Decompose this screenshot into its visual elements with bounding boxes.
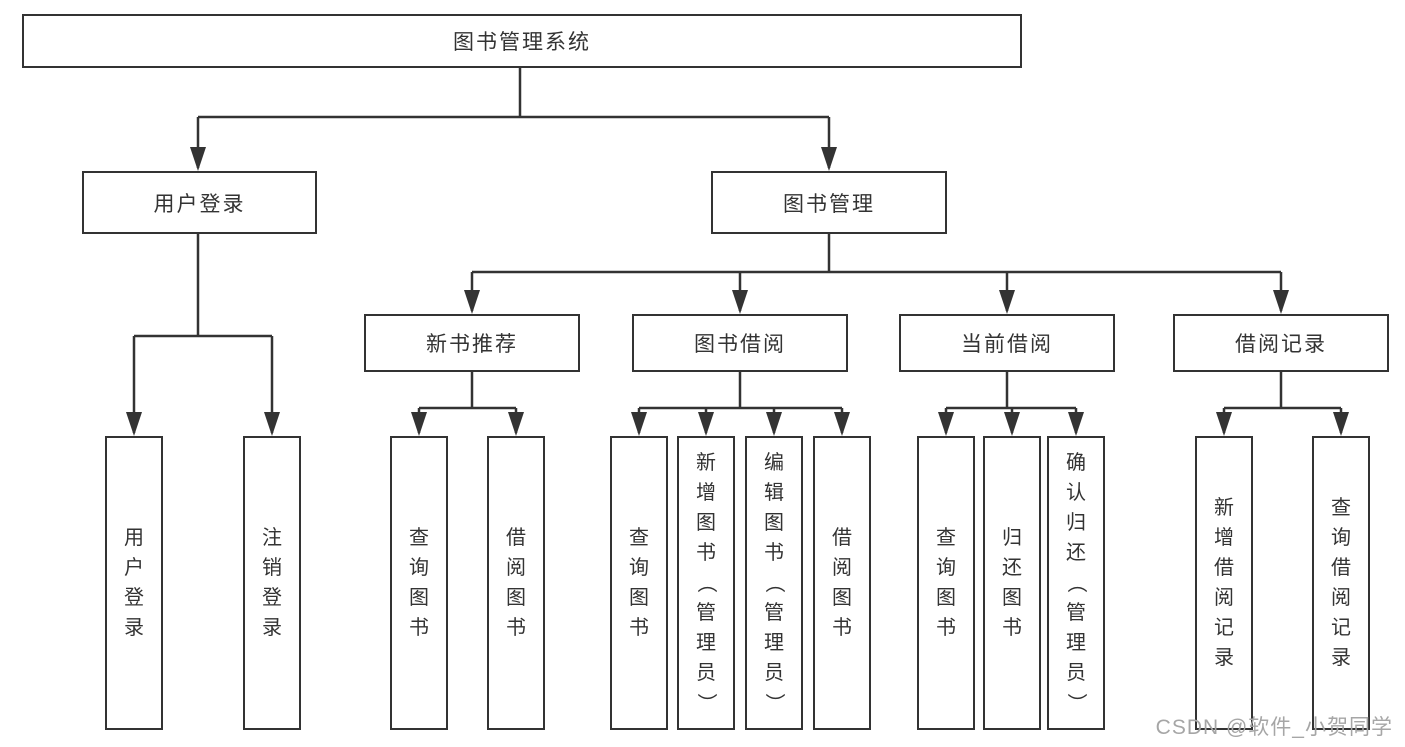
node-new-book-recommendation: 新书推荐: [364, 314, 580, 372]
node-book-borrowing: 图书借阅: [632, 314, 848, 372]
csdn-watermark: CSDN @软件_小贺同学: [1155, 716, 1393, 739]
connector-lines: [132, 68, 1343, 433]
leaf-borrowing-add-book-admin-label: 新增图书（管理员）: [695, 452, 717, 713]
node-new-book-recommendation-label: 新书推荐: [426, 333, 518, 356]
node-borrowing-records-label: 借阅记录: [1235, 333, 1327, 356]
leaf-current-return-book-label: 归还图书: [1002, 527, 1022, 639]
leaf-user-login: 用户登录: [105, 436, 163, 730]
node-book-borrowing-label: 图书借阅: [694, 333, 786, 356]
leaf-recommend-query-book-label: 查询图书: [409, 527, 429, 639]
node-library-management-system: 图书管理系统: [22, 14, 1022, 68]
leaf-borrowing-add-book-admin: 新增图书（管理员）: [677, 436, 735, 730]
leaf-recommend-query-book: 查询图书: [390, 436, 448, 730]
leaf-current-query-book: 查询图书: [917, 436, 975, 730]
node-borrowing-records: 借阅记录: [1173, 314, 1389, 372]
leaf-records-add-record: 新增借阅记录: [1195, 436, 1253, 730]
leaf-borrowing-borrow-book-label: 借阅图书: [832, 527, 852, 639]
node-current-borrowing-label: 当前借阅: [961, 333, 1053, 356]
leaf-current-query-book-label: 查询图书: [936, 527, 956, 639]
leaf-records-query-record-label: 查询借阅记录: [1331, 497, 1351, 669]
node-current-borrowing: 当前借阅: [899, 314, 1115, 372]
leaf-borrowing-borrow-book: 借阅图书: [813, 436, 871, 730]
leaf-user-login-label: 用户登录: [124, 527, 144, 639]
node-user-login-label: 用户登录: [153, 192, 246, 216]
node-book-management: 图书管理: [711, 171, 947, 234]
connector-arrowheads: [126, 147, 1349, 436]
leaf-recommend-borrow-book: 借阅图书: [487, 436, 545, 730]
leaf-logout: 注销登录: [243, 436, 301, 730]
leaf-records-query-record: 查询借阅记录: [1312, 436, 1370, 730]
leaf-borrowing-edit-book-admin: 编辑图书（管理员）: [745, 436, 803, 730]
leaf-recommend-borrow-book-label: 借阅图书: [506, 527, 526, 639]
node-book-management-label: 图书管理: [783, 192, 875, 216]
leaf-records-add-record-label: 新增借阅记录: [1214, 497, 1234, 669]
leaf-borrowing-edit-book-admin-label: 编辑图书（管理员）: [763, 452, 785, 713]
leaf-logout-label: 注销登录: [262, 527, 282, 639]
leaf-borrowing-query-book-label: 查询图书: [629, 527, 649, 639]
leaf-current-return-book: 归还图书: [983, 436, 1041, 730]
leaf-borrowing-query-book: 查询图书: [610, 436, 668, 730]
node-user-login: 用户登录: [82, 171, 317, 234]
leaf-current-confirm-return-admin-label: 确认归还（管理员）: [1065, 452, 1087, 713]
node-library-management-system-label: 图书管理系统: [453, 31, 591, 54]
leaf-current-confirm-return-admin: 确认归还（管理员）: [1047, 436, 1105, 730]
